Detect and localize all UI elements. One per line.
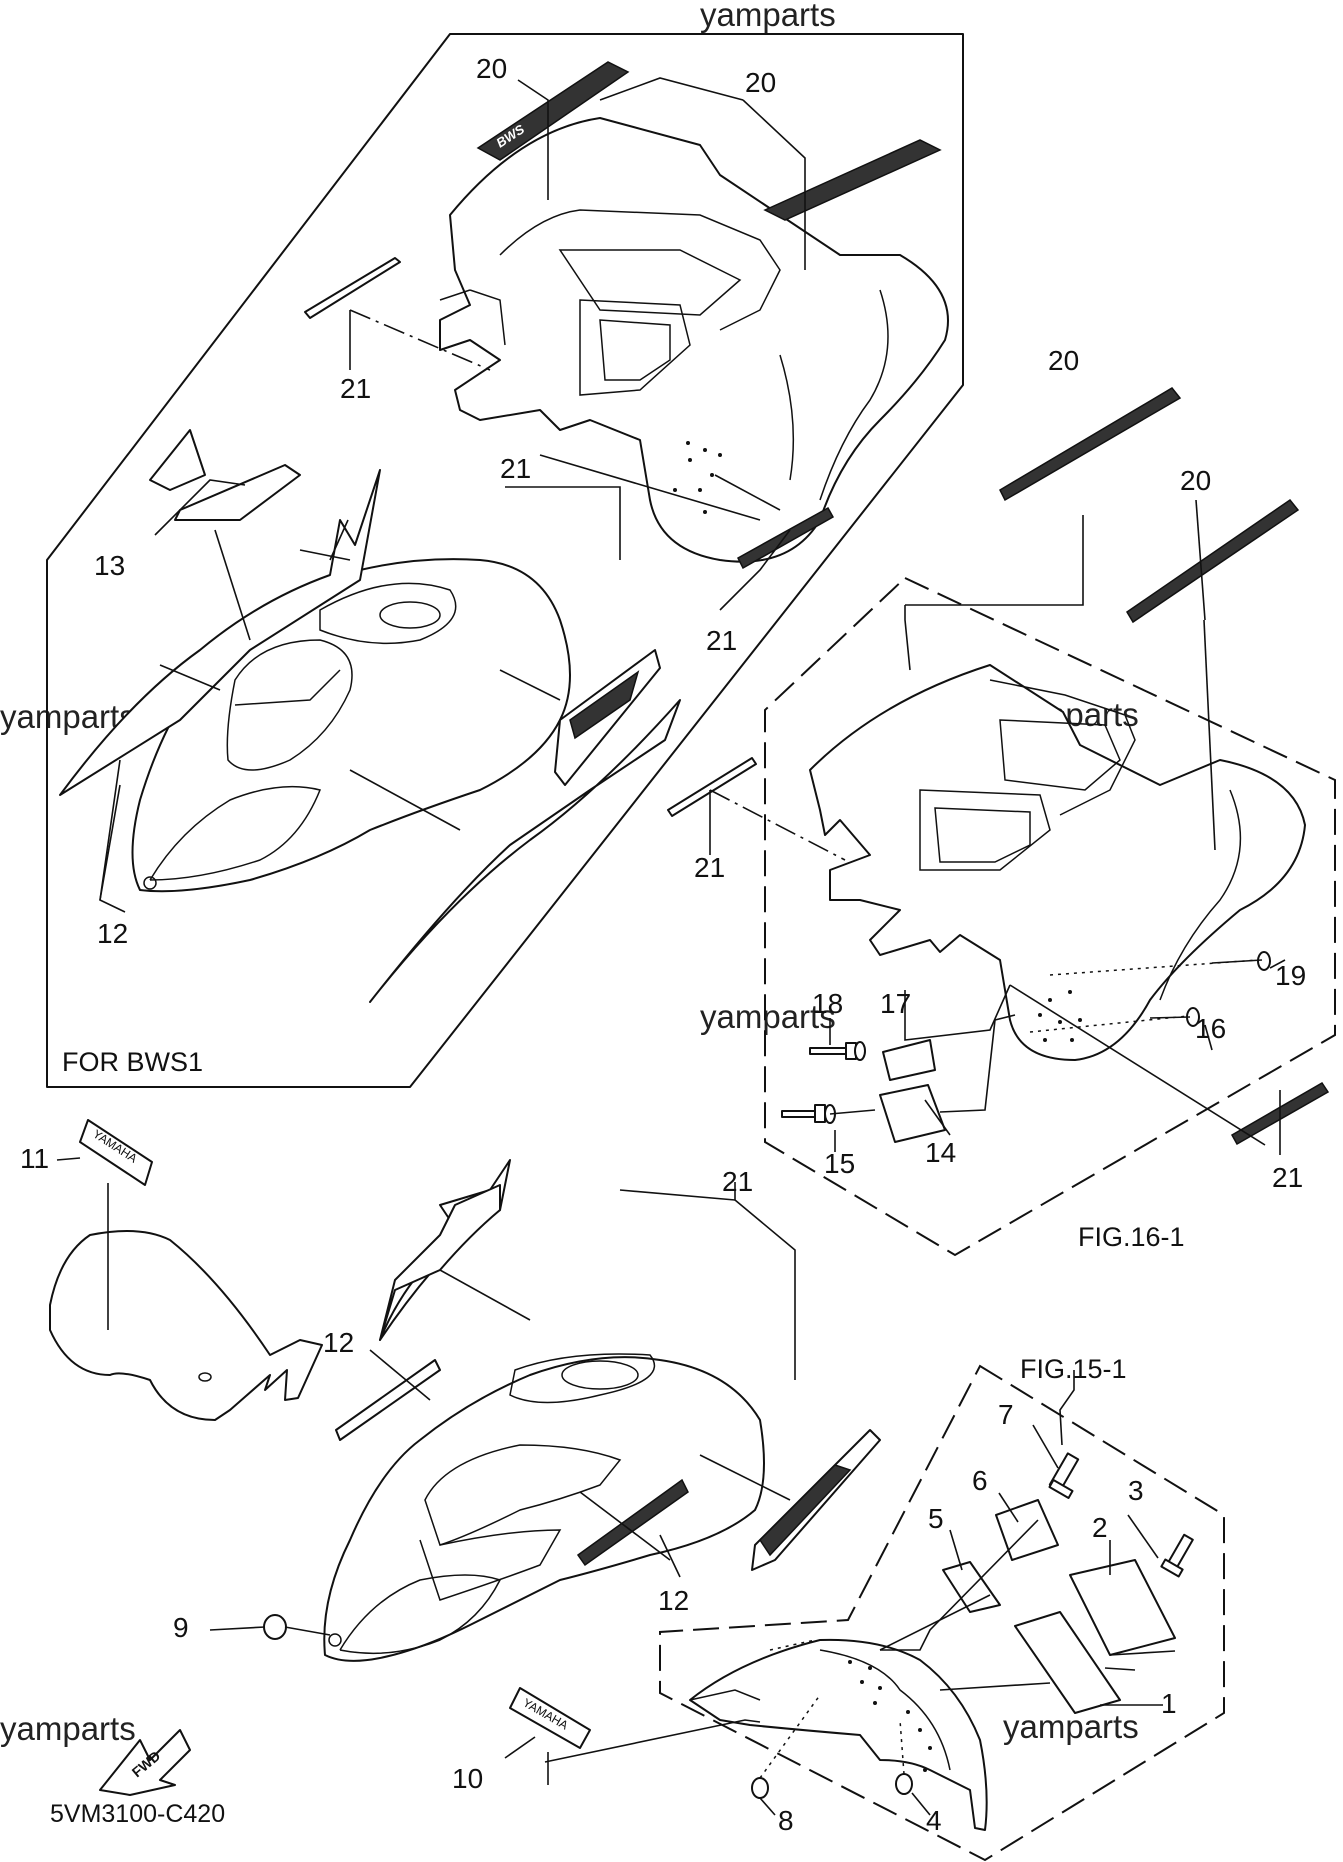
- callout-18: 18: [812, 988, 843, 1019]
- decal-21-small: [737, 506, 835, 570]
- callout-5: 5: [928, 1503, 944, 1534]
- decal-13: [149, 429, 301, 521]
- plate-2: [1069, 1559, 1176, 1656]
- grommet-4: [895, 1773, 913, 1795]
- fig16-dashed-area: [764, 576, 1336, 1257]
- rivet-18: [809, 1041, 866, 1061]
- leaders-fig15: [544, 1370, 1176, 1816]
- fig16-label: FIG.16-1: [1078, 1222, 1185, 1252]
- grommet-8: [751, 1777, 769, 1799]
- callout-17: 17: [880, 988, 911, 1019]
- callout-21: 21: [722, 1166, 753, 1197]
- decal-21-yamaha-flame: [369, 649, 681, 1003]
- yamaha-emblem-10: YAMAHA: [509, 1687, 591, 1749]
- rear-fender-bws1: [439, 117, 949, 563]
- decal-20-left: BWS: [476, 61, 630, 161]
- callout-9: 9: [173, 1612, 189, 1643]
- callout-20: 20: [476, 53, 507, 84]
- callout-1: 1: [1161, 1688, 1177, 1719]
- front-cowl-bws1: [131, 558, 571, 893]
- leaders-bws1: [99, 77, 806, 913]
- grommet-19: [1257, 951, 1271, 971]
- bws1-frame: [46, 33, 964, 1088]
- callout-15: 15: [824, 1148, 855, 1179]
- diagram-code: 5VM3100-C420: [50, 1800, 225, 1828]
- callout-19: 19: [1275, 960, 1306, 991]
- callout-12: 12: [658, 1585, 689, 1616]
- front-cowl-main: [323, 1353, 765, 1662]
- decal-12-yamaha-lower: [751, 1429, 881, 1571]
- callout-11: 11: [20, 1143, 49, 1174]
- callout-21: 21: [1272, 1162, 1303, 1193]
- plate-1: [1014, 1611, 1121, 1714]
- callout-7: 7: [998, 1399, 1014, 1430]
- callout-21: 21: [500, 453, 531, 484]
- callout-21: 21: [706, 625, 737, 656]
- callout-21: 21: [340, 373, 371, 404]
- plate-14: [879, 1084, 946, 1143]
- for-bws1-label: FOR BWS1: [62, 1047, 203, 1077]
- emblem-9: [263, 1614, 287, 1640]
- watermark: yamparts: [700, 0, 836, 33]
- decal-12-strip-lower: [335, 1359, 441, 1441]
- callout-3: 3: [1128, 1475, 1144, 1506]
- yamaha-emblem-11: YAMAHA: [79, 1119, 153, 1186]
- plate-6: [995, 1499, 1059, 1561]
- callout-13: 13: [94, 550, 125, 581]
- callout-20: 20: [1180, 465, 1211, 496]
- decal-12-small-lower: [576, 1478, 689, 1567]
- front-cover-hole: [198, 1372, 212, 1382]
- decal-21-strip: [304, 257, 401, 319]
- decal-20-right-top: [999, 387, 1182, 502]
- callout-10: 10: [452, 1763, 483, 1794]
- callout-21: 21: [694, 852, 725, 883]
- callout-20: 20: [1048, 345, 1079, 376]
- decal-20-right-mid: [1125, 498, 1300, 624]
- decal-21-strip-fig16: [667, 757, 757, 817]
- callout-6: 6: [972, 1465, 988, 1496]
- watermark: yamparts: [1003, 1708, 1139, 1745]
- plate-17: [882, 1039, 936, 1081]
- rivet-3: [1160, 1533, 1194, 1578]
- watermark: yamparts: [700, 998, 836, 1035]
- fwd-arrow-icon: FWD: [99, 1729, 191, 1796]
- callout-2: 2: [1092, 1512, 1108, 1543]
- leaders-lower: [209, 1182, 796, 1636]
- watermark: yamparts: [0, 1710, 136, 1747]
- decal-21-lower-left-flame: [379, 1184, 501, 1341]
- front-fender-fig15: [689, 1638, 988, 1831]
- decal-20-right: [763, 139, 942, 221]
- callout-20: 20: [745, 67, 776, 98]
- rivet-15: [781, 1104, 836, 1124]
- callout-14: 14: [925, 1137, 956, 1168]
- front-cover-part: [49, 1230, 323, 1421]
- callout-16: 16: [1195, 1013, 1226, 1044]
- rear-fender-fig16: [809, 664, 1306, 1061]
- callout-12: 12: [97, 918, 128, 949]
- leaders-fig16: [709, 499, 1286, 1155]
- callout-12: 12: [323, 1327, 354, 1358]
- callout-4: 4: [926, 1805, 942, 1836]
- fig15-dashed-area: [659, 1364, 1225, 1862]
- callout-8: 8: [778, 1805, 794, 1836]
- rivet-7: [1048, 1452, 1080, 1499]
